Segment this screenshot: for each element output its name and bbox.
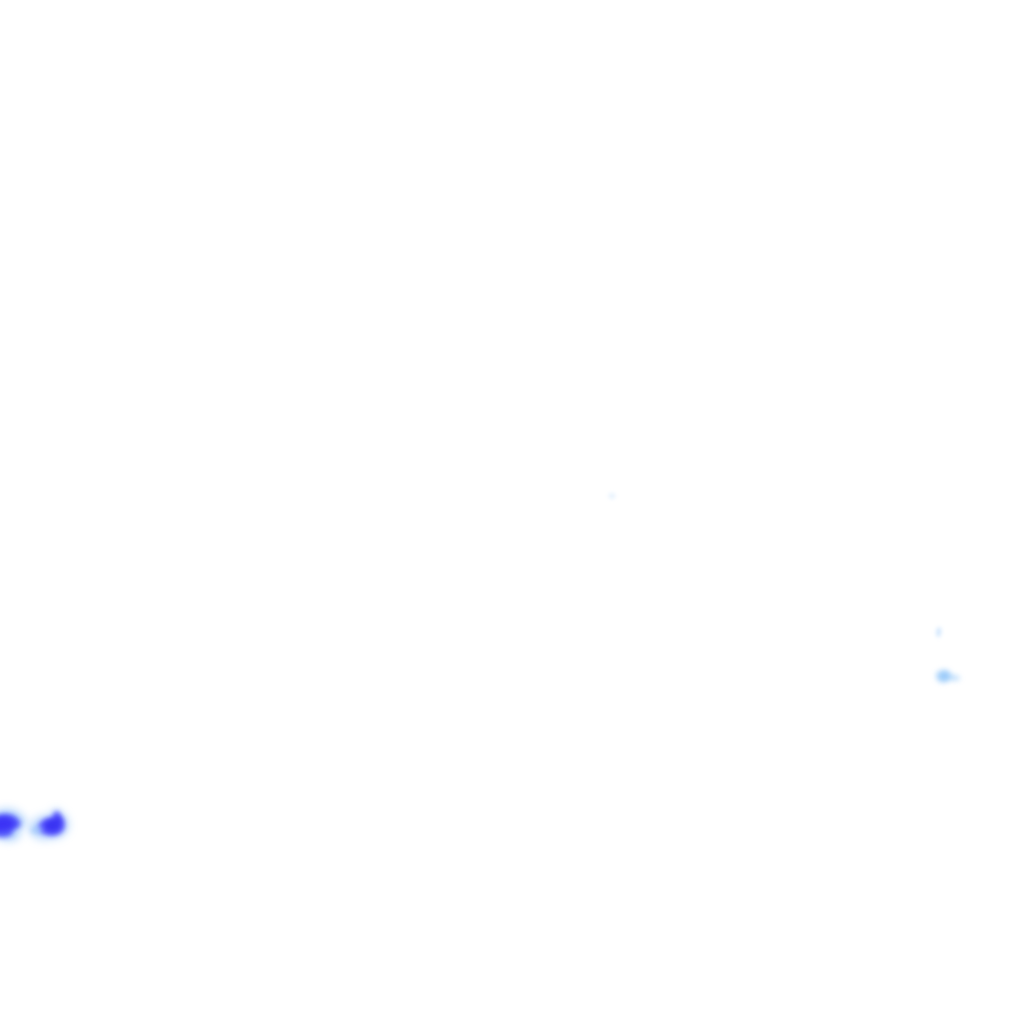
left-edge-ink-blob: [0, 808, 27, 842]
lower-left-ink-blob: [29, 808, 70, 841]
right-faint-dot: [936, 627, 941, 638]
center-trace-dot: [608, 493, 616, 499]
right-pale-speck: [935, 669, 961, 683]
